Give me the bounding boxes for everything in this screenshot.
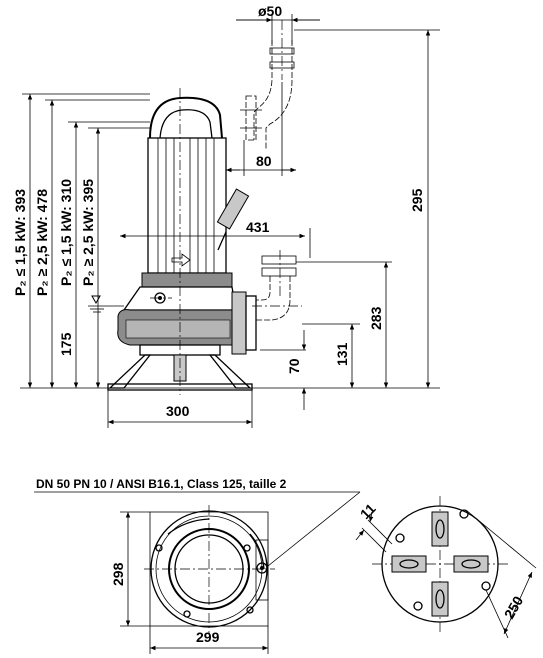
discharge-pipe-upper [240, 20, 295, 150]
dim-overall-height: 295 [409, 188, 425, 212]
dim-flange-plan-height: 298 [110, 562, 126, 586]
power-label-4: P₂ ≥ 2,5 kW: 395 [80, 179, 96, 286]
dim-pipe-diameter: ø50 [258, 3, 282, 19]
dim-flange-height: 70 [286, 358, 302, 374]
dim-base-circle: 250 [501, 593, 527, 621]
flange-note: DN 50 PN 10 / ANSI B16.1, Class 125, tai… [36, 477, 287, 491]
dim-base-hole: 11 [357, 500, 379, 522]
power-label-3: P₂ ≤ 1,5 kW: 310 [58, 179, 74, 286]
dim-inlet-height: 131 [334, 342, 350, 366]
dim-base-width: 300 [166, 403, 190, 419]
dim-outlet-height: 283 [368, 306, 384, 330]
dim-total-width: 431 [246, 219, 270, 235]
base-plan-view [372, 496, 508, 632]
dim-flange-plan-width: 299 [196, 629, 220, 645]
power-label-1: P₂ ≤ 1,5 kW: 393 [12, 189, 28, 296]
flange-plan-view [144, 505, 275, 634]
dim-min-water-level: 175 [58, 332, 74, 356]
dimension-lines [20, 14, 440, 428]
dim-outlet-offset: 80 [256, 153, 272, 169]
discharge-pipe-lower [252, 250, 302, 350]
power-label-2: P₂ ≥ 2,5 kW: 478 [34, 189, 50, 296]
pump-side-view [88, 88, 257, 395]
